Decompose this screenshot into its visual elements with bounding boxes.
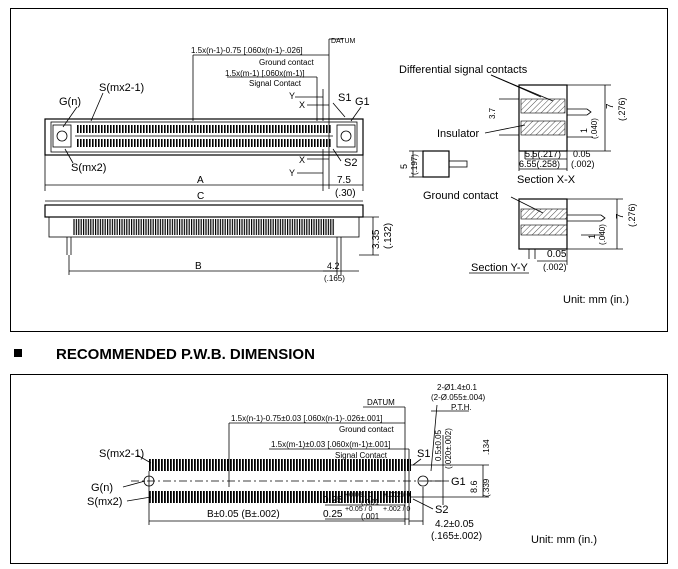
label-s1: S1 [338,92,351,104]
dim-8-6: 8.6 [469,480,479,493]
dim-0-25-b-in: (.001 [361,512,380,521]
label-x-bottom: X [299,155,305,165]
dim-5: 5 [399,164,409,169]
dim-197: (.197) [410,154,419,175]
dim-4-2: 4.2 [327,261,340,271]
dim-040-yy: (.040) [598,224,607,245]
dim-4-2-bottom: 4.2±0.05 [435,519,474,530]
signal-pitch-dim-bottom: 1.5x(m-1)±0.03 [.060x(m-1)±.001] [271,440,391,449]
dim-165: (.165) [324,274,345,283]
diff-signal-label: Differential signal contacts [399,64,528,76]
ground-pitch-dim: 1.5x(n-1)-0.75 [.060x(n-1)-.026] [191,46,303,55]
holes-label: 2-Ø1.4±0.1 [437,383,478,392]
dim-0-25-b-in-tol: +.002 / 0 [383,506,411,513]
datum-label: DATUM [331,38,356,45]
pad-field [131,459,441,525]
dim-5-5: 5.5(.217) [525,149,561,159]
dim-132: (.132) [383,223,394,249]
connector-drawing-panel: DATUM 1.5x(n-1)-0.75 [.060x(n-1)-.026] G… [10,8,668,332]
dim-0-25-a-in: (.001 [361,498,380,507]
dim-002-xx: (.002) [571,159,595,169]
dim-020: (.020±.002) [444,428,453,469]
datum-label-bottom: DATUM [367,398,395,407]
unit-label-bottom: Unit: mm (in.) [531,534,597,546]
ground-pitch-dim-bottom: 1.5x(n-1)-0.75±0.03 [.060x(n-1)-.026±.00… [231,414,383,423]
signal-contact-label: Signal Contact [249,79,302,88]
label-s2-bottom: S2 [435,504,448,516]
dim-0-5: 0.5±0.05 [434,429,443,461]
dim-7-xx: 7 [605,103,616,109]
ground-contact-label: Ground contact [259,58,314,67]
dim-0-25-a: 0.25 [323,495,343,506]
dim-040-xx: (.040) [590,118,599,139]
label-gn-bottom: G(n) [91,482,113,494]
dim-7-yy: 7 [615,213,626,219]
dim-b: B [195,261,202,272]
connector-top-view [44,118,364,156]
label-gn: G(n) [59,96,81,108]
label-smx2: S(mx2) [71,162,106,174]
dim-0-05-xx: 0.05 [573,149,591,159]
dim-a: A [197,175,204,186]
connector-drawing: DATUM 1.5x(n-1)-0.75 [.060x(n-1)-.026] G… [44,38,637,306]
dim-30: (.30) [335,188,356,199]
dim-002-yy: (.002) [543,262,567,272]
section-yy-label: Section Y-Y [471,262,529,274]
dim-165-bottom: (.165±.002) [431,531,482,542]
dim-0-05-yy: 0.05 [547,249,567,260]
section-heading: RECOMMENDED P.W.B. DIMENSION [14,346,315,363]
label-smx2-1: S(mx2-1) [99,82,144,94]
dim-c: C [197,191,204,202]
mounting-boss-left [56,130,68,142]
label-g1-bottom: G1 [451,476,466,488]
dim-0-25-b-tol: +0.05 / 0 [345,506,373,513]
dim-134: .134 [482,439,491,455]
pwb-drawing: 2-Ø1.4±0.1 (2-Ø.055±.004) P.T.H. DATUM 1… [87,383,597,546]
unit-label-top: Unit: mm (in.) [563,294,629,306]
pth-label: P.T.H. [451,403,472,412]
label-x-top: X [299,100,305,110]
dim-1-xx: 1 [579,128,589,133]
holes-in-label: (2-Ø.055±.004) [431,393,486,402]
dim-0-25-b: 0.25 [323,509,343,520]
signal-pitch-dim: 1.5x(m-1) [.060x(m-1)] [225,69,305,78]
dim-1-yy: 1 [587,234,597,239]
dim-3-7: 3.7 [488,107,497,119]
ground-contact-bottom: Ground contact [339,425,394,434]
label-s2: S2 [344,157,357,169]
dim-276-yy: (.276) [627,203,637,227]
dim-276-xx: (.276) [617,97,627,121]
dim-3-35: 3.35 [371,229,382,249]
label-y-top: Y [289,91,295,101]
dim-0-25-a-in-tol: +.002 / 0 [383,492,411,499]
connector-end-profile [422,150,468,178]
label-g1: G1 [355,96,370,108]
dim-b-bottom: B±0.05 (B±.002) [207,509,280,520]
label-y-bottom: Y [289,168,295,178]
ground-contact-yy-label: Ground contact [423,190,498,202]
bullet-square-icon [14,349,22,357]
label-s1-bottom: S1 [417,448,430,460]
section-xx-drawing [518,84,592,159]
mounting-boss-right [340,130,352,142]
dim-6-55: 6.55(.258) [519,159,560,169]
section-yy-drawing [518,198,606,259]
label-smx2-1-bottom: S(mx2-1) [99,448,144,460]
connector-side-view [44,204,364,218]
section-xx-label: Section X-X [517,174,576,186]
pwb-dimension-panel: 2-Ø1.4±0.1 (2-Ø.055±.004) P.T.H. DATUM 1… [10,374,668,564]
dim-0-25-a-tol: +0.05 / 0 [345,492,373,499]
section-heading-text: RECOMMENDED P.W.B. DIMENSION [56,346,315,363]
dim-339: (.339 [482,478,491,497]
label-smx2-bottom: S(mx2) [87,496,122,508]
dim-7-5: 7.5 [337,175,351,186]
insulator-label: Insulator [437,128,480,140]
signal-contact-bottom: Signal Contact [335,451,388,460]
